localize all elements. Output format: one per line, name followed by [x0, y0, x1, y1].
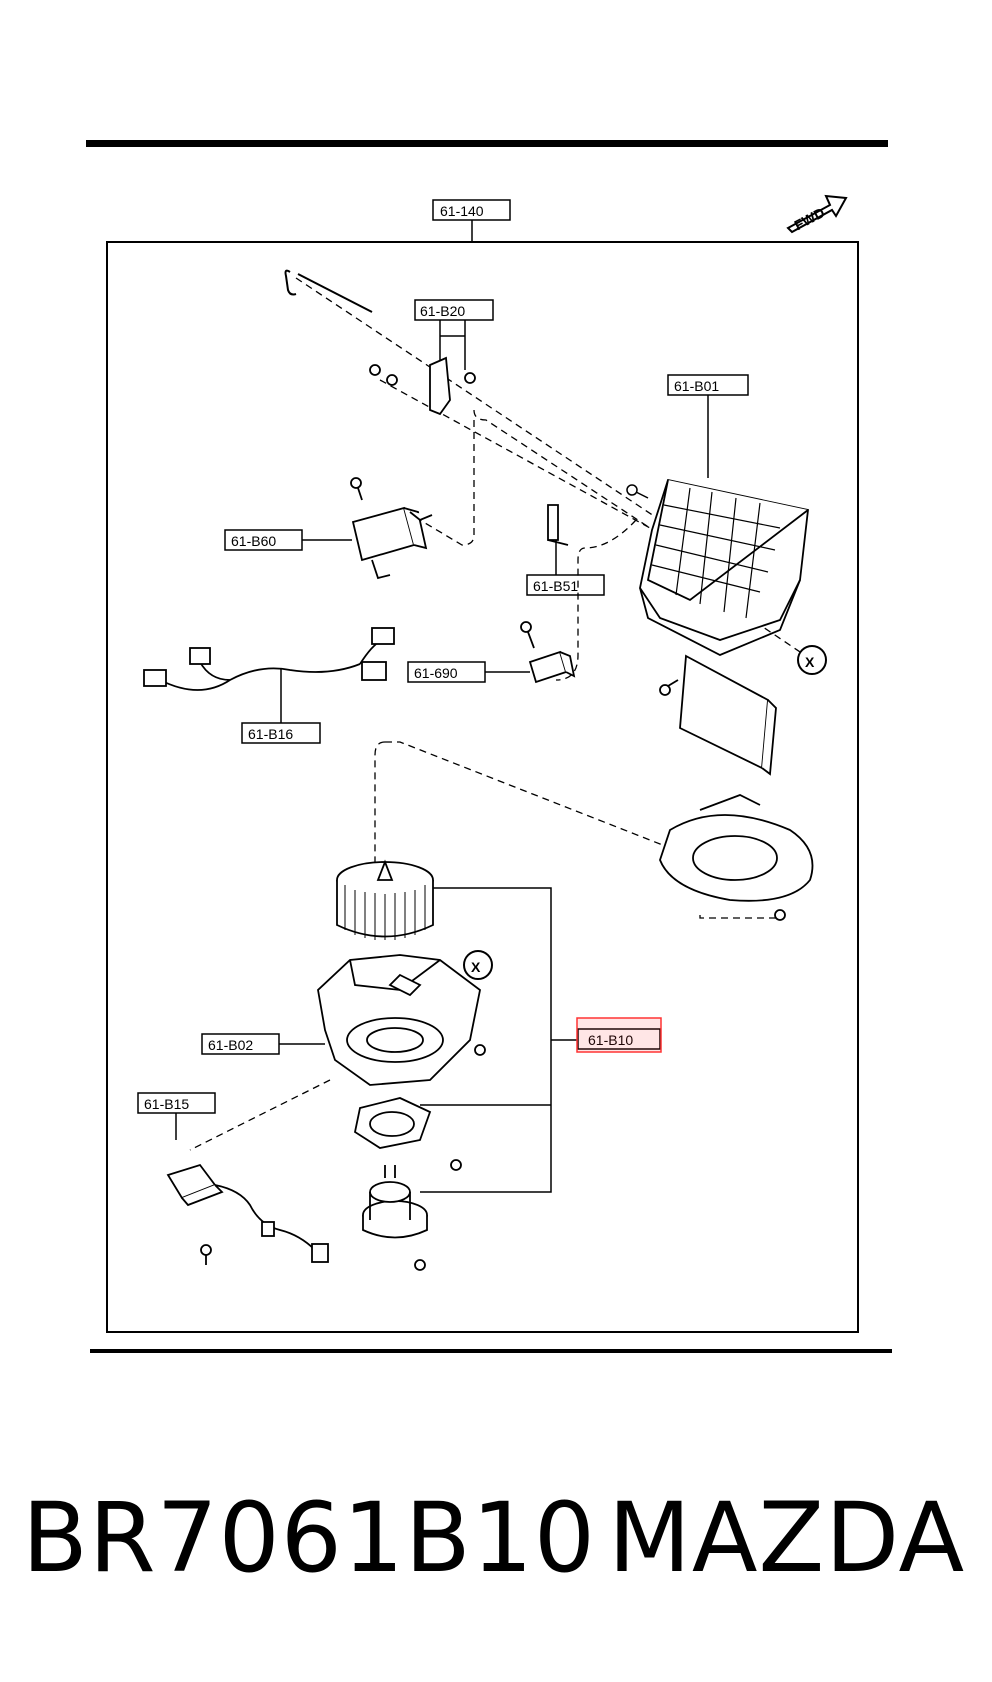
label-61-B02: 61-B02 [201, 1033, 325, 1055]
label-61-B10: 61-B10 [420, 887, 661, 1193]
svg-text:61-B01: 61-B01 [674, 378, 719, 394]
svg-text:X: X [471, 959, 481, 975]
svg-text:61-B15: 61-B15 [144, 1096, 189, 1112]
resistor-icon [350, 477, 433, 580]
screw-icon [626, 484, 649, 499]
assembly-frame [106, 241, 859, 1333]
svg-text:61-B16: 61-B16 [248, 726, 293, 742]
gasket-icon [353, 1097, 462, 1171]
bottom-rule [90, 1349, 892, 1353]
label-61-B51: 61-B51 [526, 540, 605, 596]
parts-diagram: FWD 61-140 61-B20 61-B01 61-B60 61-B51 6… [86, 140, 892, 1353]
label-61-B20: 61-B20 [414, 299, 494, 370]
svg-text:61-B60: 61-B60 [231, 533, 276, 549]
housing-plate-icon [659, 794, 814, 921]
callout-x-upper: X [797, 645, 827, 675]
svg-text:X: X [805, 654, 815, 670]
highlight-box [576, 1017, 662, 1053]
label-61-B01: 61-B01 [667, 374, 749, 478]
wire-harness-icon [143, 627, 395, 691]
label-61-B15: 61-B15 [137, 1092, 216, 1140]
actuator-icon [520, 621, 576, 684]
blower-fan-icon [336, 859, 434, 940]
svg-text:61-140: 61-140 [440, 203, 484, 219]
callout-x-lower: X [463, 950, 493, 980]
air-filter-icon [659, 654, 777, 776]
blower-case-icon [317, 954, 486, 1086]
caption: BR7061B10 MAZDA [0, 1482, 992, 1594]
brand-name: MAZDA [608, 1482, 966, 1594]
label-61-690: 61-690 [407, 661, 530, 683]
label-61-140: 61-140 [432, 199, 511, 242]
svg-text:61-B10: 61-B10 [588, 1032, 633, 1048]
motor-resistor-icon [166, 1163, 329, 1265]
fwd-label: FWD [792, 204, 828, 233]
label-61-B60: 61-B60 [224, 529, 352, 551]
fwd-arrow-icon: FWD [786, 194, 848, 234]
bracket-icon [369, 356, 476, 416]
intake-case-icon [639, 478, 809, 656]
svg-text:61-690: 61-690 [414, 665, 458, 681]
part-number: BR7061B10 [22, 1482, 596, 1594]
top-rule [86, 140, 888, 147]
label-61-B16: 61-B16 [241, 668, 321, 744]
svg-text:61-B20: 61-B20 [420, 303, 465, 319]
hook-rod-icon [284, 269, 373, 313]
blower-motor-icon [362, 1165, 428, 1271]
bracket-clip-icon [547, 504, 569, 546]
svg-text:61-B02: 61-B02 [208, 1037, 253, 1053]
svg-text:61-B51: 61-B51 [533, 578, 578, 594]
